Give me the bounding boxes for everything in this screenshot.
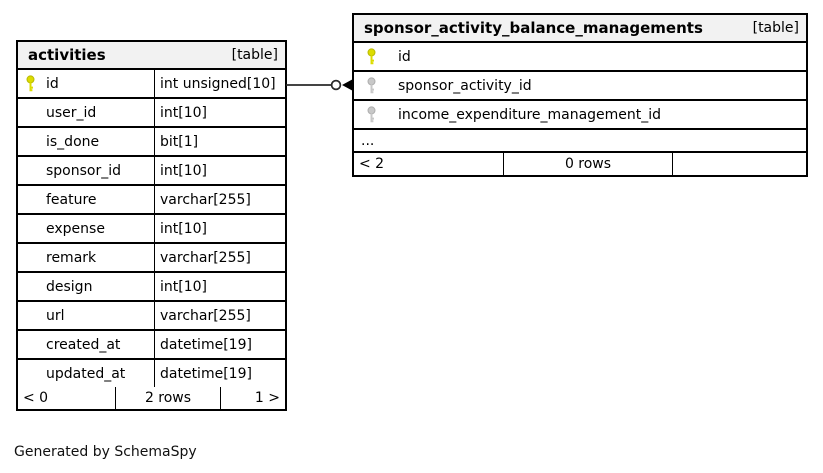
column-type: int[10] xyxy=(160,104,207,121)
table-name[interactable]: sponsor_activity_balance_managements xyxy=(364,19,703,37)
table-header[interactable]: activities [table] xyxy=(18,42,285,70)
column-type: datetime[19] xyxy=(160,365,252,382)
column-row: sponsor_activity_id xyxy=(354,72,806,101)
table-type-badge: [table] xyxy=(231,47,278,63)
column-name: created_at xyxy=(46,336,121,353)
primary-key-icon xyxy=(25,75,36,93)
column-name-cell: id xyxy=(18,70,155,97)
column-type: varchar[255] xyxy=(160,191,251,208)
related-to-count xyxy=(673,153,806,175)
column-row: sponsor_id int[10] xyxy=(18,157,285,186)
related-from-count: < 2 xyxy=(354,153,504,175)
column-row: url varchar[255] xyxy=(18,302,285,331)
generated-by-note: Generated by SchemaSpy xyxy=(14,444,197,460)
foreign-key-icon xyxy=(366,106,377,124)
column-type: int[10] xyxy=(160,220,207,237)
relationship-connector xyxy=(286,78,354,92)
column-name: expense xyxy=(46,220,105,237)
column-name: sponsor_id xyxy=(46,162,122,179)
zero-circle-marker xyxy=(330,79,342,91)
column-row: user_id int[10] xyxy=(18,99,285,128)
column-type: int unsigned[10] xyxy=(160,75,276,92)
hidden-columns-ellipsis: ... xyxy=(354,130,806,153)
arrowhead-marker xyxy=(342,78,354,92)
column-row: id int unsigned[10] xyxy=(18,70,285,99)
column-type: varchar[255] xyxy=(160,307,251,324)
column-name: url xyxy=(46,307,65,324)
table-footer: < 0 2 rows 1 > xyxy=(18,387,285,409)
row-count: 2 rows xyxy=(116,387,221,409)
related-to-count: 1 > xyxy=(254,390,280,406)
column-type: datetime[19] xyxy=(160,336,252,353)
column-name: sponsor_activity_id xyxy=(398,77,532,94)
table-sponsor-activity-balance-managements[interactable]: sponsor_activity_balance_managements [ta… xyxy=(352,13,808,177)
column-row: id xyxy=(354,43,806,72)
column-name: id xyxy=(46,75,59,92)
table-header[interactable]: sponsor_activity_balance_managements [ta… xyxy=(354,15,806,43)
column-name: design xyxy=(46,278,93,295)
table-activities[interactable]: activities [table] id int unsigned[10] u… xyxy=(16,40,287,411)
column-name: is_done xyxy=(46,133,100,150)
column-name: income_expenditure_management_id xyxy=(398,106,662,123)
column-type: int[10] xyxy=(160,162,207,179)
column-type: bit[1] xyxy=(160,133,199,150)
table-name[interactable]: activities xyxy=(28,46,106,64)
column-row: design int[10] xyxy=(18,273,285,302)
table-footer: < 2 0 rows xyxy=(354,153,806,175)
column-row: updated_at datetime[19] xyxy=(18,360,285,387)
column-name: remark xyxy=(46,249,97,266)
table-type-badge: [table] xyxy=(752,20,799,36)
column-row: remark varchar[255] xyxy=(18,244,285,273)
column-name: id xyxy=(398,48,411,65)
column-name: feature xyxy=(46,191,97,208)
related-from-count: < 0 xyxy=(18,387,116,409)
column-type: int[10] xyxy=(160,278,207,295)
column-row: income_expenditure_management_id xyxy=(354,101,806,130)
column-type: varchar[255] xyxy=(160,249,251,266)
foreign-key-icon xyxy=(366,77,377,95)
column-row: created_at datetime[19] xyxy=(18,331,285,360)
column-row: expense int[10] xyxy=(18,215,285,244)
column-row: is_done bit[1] xyxy=(18,128,285,157)
column-name: user_id xyxy=(46,104,97,121)
primary-key-icon xyxy=(366,48,377,66)
row-count: 0 rows xyxy=(504,153,673,175)
column-row: feature varchar[255] xyxy=(18,186,285,215)
column-name: updated_at xyxy=(46,365,126,382)
